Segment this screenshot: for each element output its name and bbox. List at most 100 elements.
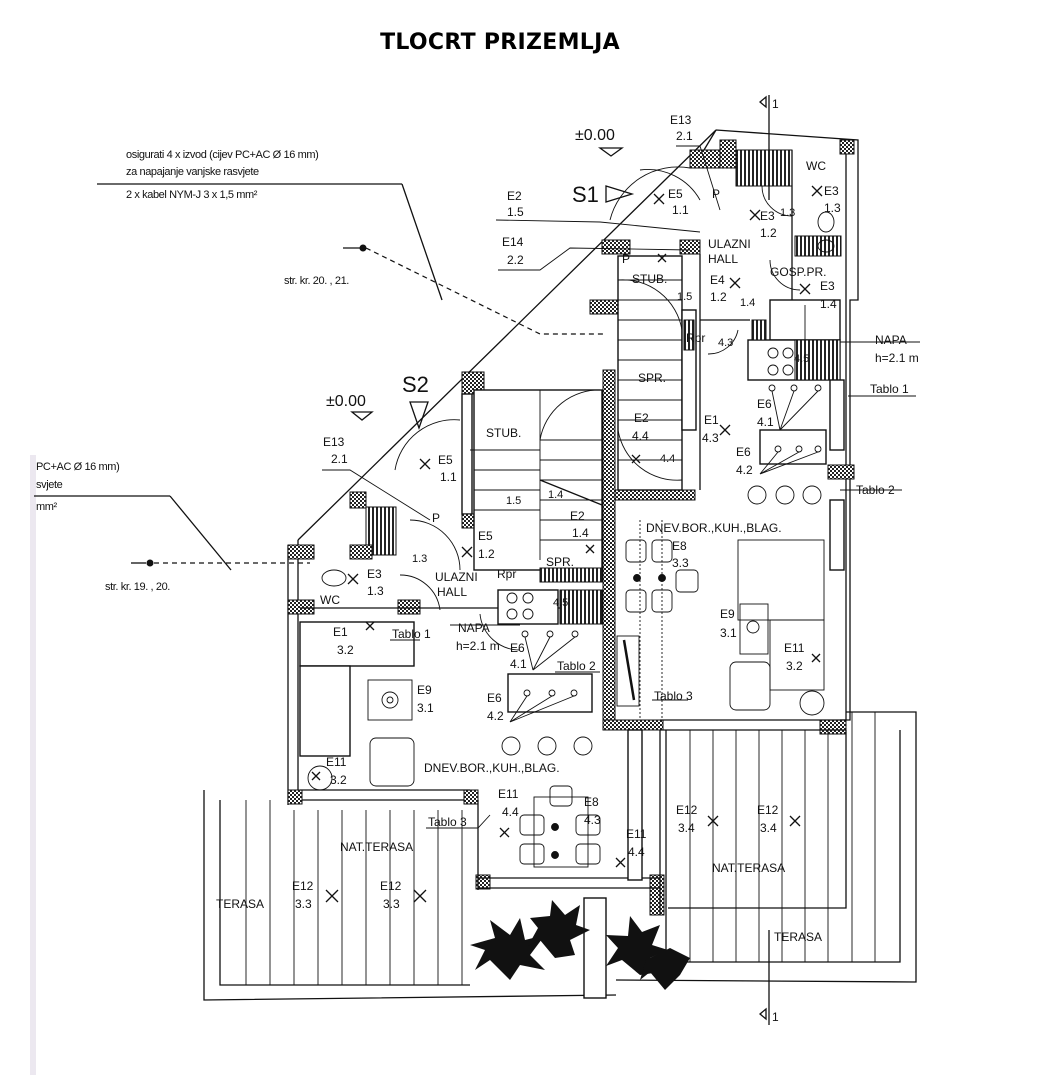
room-wc-left: WC bbox=[320, 593, 340, 607]
label-e2-val: 1.5 bbox=[507, 205, 524, 219]
svg-text:4.3: 4.3 bbox=[702, 431, 719, 445]
svg-text:S1: S1 bbox=[572, 182, 599, 207]
rpr-label-right: Rpr bbox=[686, 331, 705, 345]
svg-text:1.4: 1.4 bbox=[820, 297, 837, 311]
section-marker-s1: S1 bbox=[572, 182, 635, 207]
section-mark-top: 1 bbox=[772, 97, 779, 111]
svg-text:3.2: 3.2 bbox=[330, 773, 347, 787]
svg-text:E12: E12 bbox=[292, 879, 314, 893]
p-switch: P bbox=[712, 187, 720, 201]
svg-text:1.2: 1.2 bbox=[478, 547, 495, 561]
svg-text:E6: E6 bbox=[736, 445, 751, 459]
svg-text:E12: E12 bbox=[676, 803, 698, 817]
svg-text:3.2: 3.2 bbox=[786, 659, 803, 673]
room-terrace-covered-left: NAT.TERASA bbox=[340, 840, 413, 854]
svg-text:E6: E6 bbox=[487, 691, 502, 705]
svg-text:4.4: 4.4 bbox=[632, 429, 649, 443]
svg-text:HALL: HALL bbox=[437, 585, 467, 599]
svg-text:E9: E9 bbox=[720, 607, 735, 621]
svg-text:4.4: 4.4 bbox=[660, 453, 675, 465]
rpr-label-left: Rpr bbox=[497, 567, 516, 581]
room-storage-right: SPR. bbox=[638, 371, 666, 385]
svg-text:S2: S2 bbox=[402, 372, 429, 397]
building-outline bbox=[287, 129, 859, 916]
note-ref: str. kr. 20. , 21. bbox=[284, 275, 349, 287]
svg-text:4.4: 4.4 bbox=[628, 845, 645, 859]
room-living-left: DNEV.BOR.,KUH.,BLAG. bbox=[424, 761, 560, 775]
svg-text:E11: E11 bbox=[326, 755, 347, 769]
svg-text:1.3: 1.3 bbox=[367, 584, 384, 598]
svg-text:E1: E1 bbox=[333, 625, 348, 639]
level-mark-right: ±0.00 bbox=[575, 127, 624, 157]
terrace-left bbox=[203, 790, 617, 1001]
svg-text:E6: E6 bbox=[757, 397, 772, 411]
svg-text:E3: E3 bbox=[367, 567, 382, 581]
room-terrace-covered-right: NAT.TERASA bbox=[712, 861, 785, 875]
svg-text:4.4: 4.4 bbox=[502, 805, 519, 819]
svg-text:1.3: 1.3 bbox=[824, 201, 841, 215]
svg-text:E5: E5 bbox=[478, 529, 493, 543]
light-point-markers bbox=[311, 185, 823, 903]
svg-text:E3: E3 bbox=[760, 209, 775, 223]
level-mark-left: ±0.00 bbox=[326, 393, 374, 421]
left-note-line-1: PC+AC Ø 16 mm) bbox=[36, 461, 119, 473]
svg-text:1.4: 1.4 bbox=[572, 526, 589, 540]
svg-text:2.1: 2.1 bbox=[331, 452, 348, 466]
room-terrace-right: TERASA bbox=[774, 930, 822, 944]
svg-text:E8: E8 bbox=[672, 539, 687, 553]
leader-lines bbox=[322, 145, 920, 829]
svg-text:HALL: HALL bbox=[708, 252, 738, 266]
room-entry-hall-left: ULAZNI bbox=[435, 570, 478, 584]
label-e13-val: 2.1 bbox=[676, 129, 693, 143]
drawing-title: TLOCRT PRIZEMLJA bbox=[380, 30, 620, 55]
svg-text:E11: E11 bbox=[626, 827, 647, 841]
room-stairs-right: STUB. bbox=[632, 272, 667, 286]
svg-text:1.3: 1.3 bbox=[412, 553, 427, 565]
room-stairs-left: STUB. bbox=[486, 426, 521, 440]
svg-text:1.2: 1.2 bbox=[710, 290, 727, 304]
svg-text:P: P bbox=[432, 511, 440, 525]
svg-text:4.1: 4.1 bbox=[510, 657, 527, 671]
napa-label-left: NAPA bbox=[458, 621, 490, 635]
palm-tree-icon bbox=[470, 900, 690, 990]
tablo2-left: Tablo 2 bbox=[557, 659, 596, 673]
svg-text:3.1: 3.1 bbox=[417, 701, 434, 715]
room-storage-left: SPR. bbox=[546, 555, 574, 569]
label-e14-val: 2.2 bbox=[507, 253, 524, 267]
terrace-right bbox=[615, 711, 917, 983]
svg-text:E13: E13 bbox=[323, 435, 345, 449]
svg-text:h=2.1 m: h=2.1 m bbox=[875, 351, 919, 365]
note-line-1: osigurati 4 x izvod (cijev PC+AC Ø 16 mm… bbox=[126, 149, 318, 161]
stairs-left bbox=[470, 389, 603, 583]
svg-text:E5: E5 bbox=[438, 453, 453, 467]
left-note-line-3: mm² bbox=[36, 501, 58, 513]
svg-text:E3: E3 bbox=[820, 279, 835, 293]
tablo1-right: Tablo 1 bbox=[870, 382, 909, 396]
section-marker-s2: S2 bbox=[402, 372, 429, 430]
svg-text:4.3: 4.3 bbox=[584, 813, 601, 827]
svg-text:3.3: 3.3 bbox=[672, 556, 689, 570]
left-cable-note: PC+AC Ø 16 mm) svjete mm² str. kr. 19. ,… bbox=[34, 461, 310, 593]
svg-text:P: P bbox=[622, 252, 630, 266]
svg-text:1.4: 1.4 bbox=[740, 297, 755, 309]
tablo2-right: Tablo 2 bbox=[856, 483, 895, 497]
svg-text:1.5: 1.5 bbox=[506, 495, 521, 507]
svg-text:1.3: 1.3 bbox=[780, 207, 795, 219]
tablo3-right: Tablo 3 bbox=[654, 689, 693, 703]
section-mark-bottom: 1 bbox=[772, 1010, 779, 1024]
unit-right-labels: E13 2.1 E2 1.5 E14 2.2 E5 1.1 P E3 1.2 1… bbox=[502, 113, 919, 944]
svg-text:h=2.1 m: h=2.1 m bbox=[456, 639, 500, 653]
furniture-right bbox=[616, 211, 835, 720]
svg-text:4.5: 4.5 bbox=[794, 353, 809, 365]
room-pantry: GOSP.PR. bbox=[770, 265, 826, 279]
svg-text:E8: E8 bbox=[584, 795, 599, 809]
svg-text:3.1: 3.1 bbox=[720, 626, 737, 640]
label-e13-code: E13 bbox=[670, 113, 692, 127]
door-swings bbox=[394, 166, 801, 651]
page-edge bbox=[30, 455, 36, 1075]
svg-text:4.3: 4.3 bbox=[718, 337, 733, 349]
svg-text:E5: E5 bbox=[668, 187, 683, 201]
svg-text:3.2: 3.2 bbox=[337, 643, 354, 657]
svg-text:E12: E12 bbox=[757, 803, 779, 817]
